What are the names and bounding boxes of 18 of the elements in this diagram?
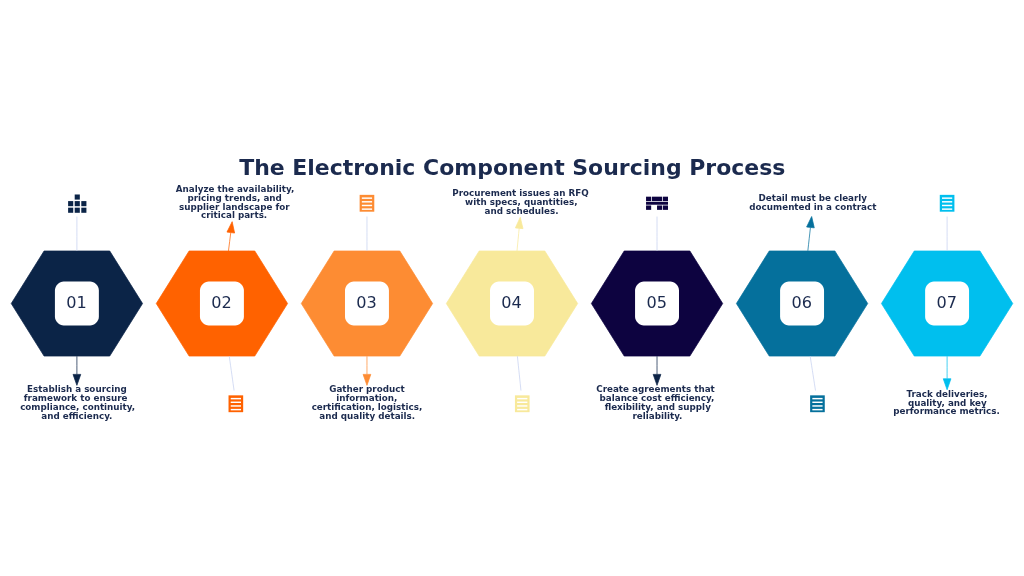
arrow <box>226 220 235 251</box>
diagram-title: The Electronic Component Sourcing Process <box>239 154 786 180</box>
node-text: Establish a sourcing framework to ensure compliance, continuity, and efficiency. <box>20 383 136 421</box>
arrow <box>652 355 662 386</box>
node-text: Detail must be clearly documented in a contract <box>749 192 877 212</box>
arrow <box>362 355 372 386</box>
arrow <box>806 215 815 251</box>
connector <box>517 355 522 391</box>
node-text: Analyze the availability, pricing trends, and supplier landscape for critical parts. <box>175 183 295 220</box>
arrow <box>72 355 82 386</box>
node-text: Create agreements that balance cost efficiency, flexibility, and supply reliability. <box>596 383 715 421</box>
connector <box>809 355 816 391</box>
connector <box>228 355 235 391</box>
node-text: Track deliveries, quality, and key performance metrics. <box>893 388 1000 416</box>
node-text: Gather product information, certification, logistics, and quality details. <box>311 383 423 421</box>
node-text: Procurement issues an RFQ with specs, quantities, and schedules. <box>452 187 589 216</box>
arrow <box>515 216 524 251</box>
arrow <box>942 355 952 390</box>
